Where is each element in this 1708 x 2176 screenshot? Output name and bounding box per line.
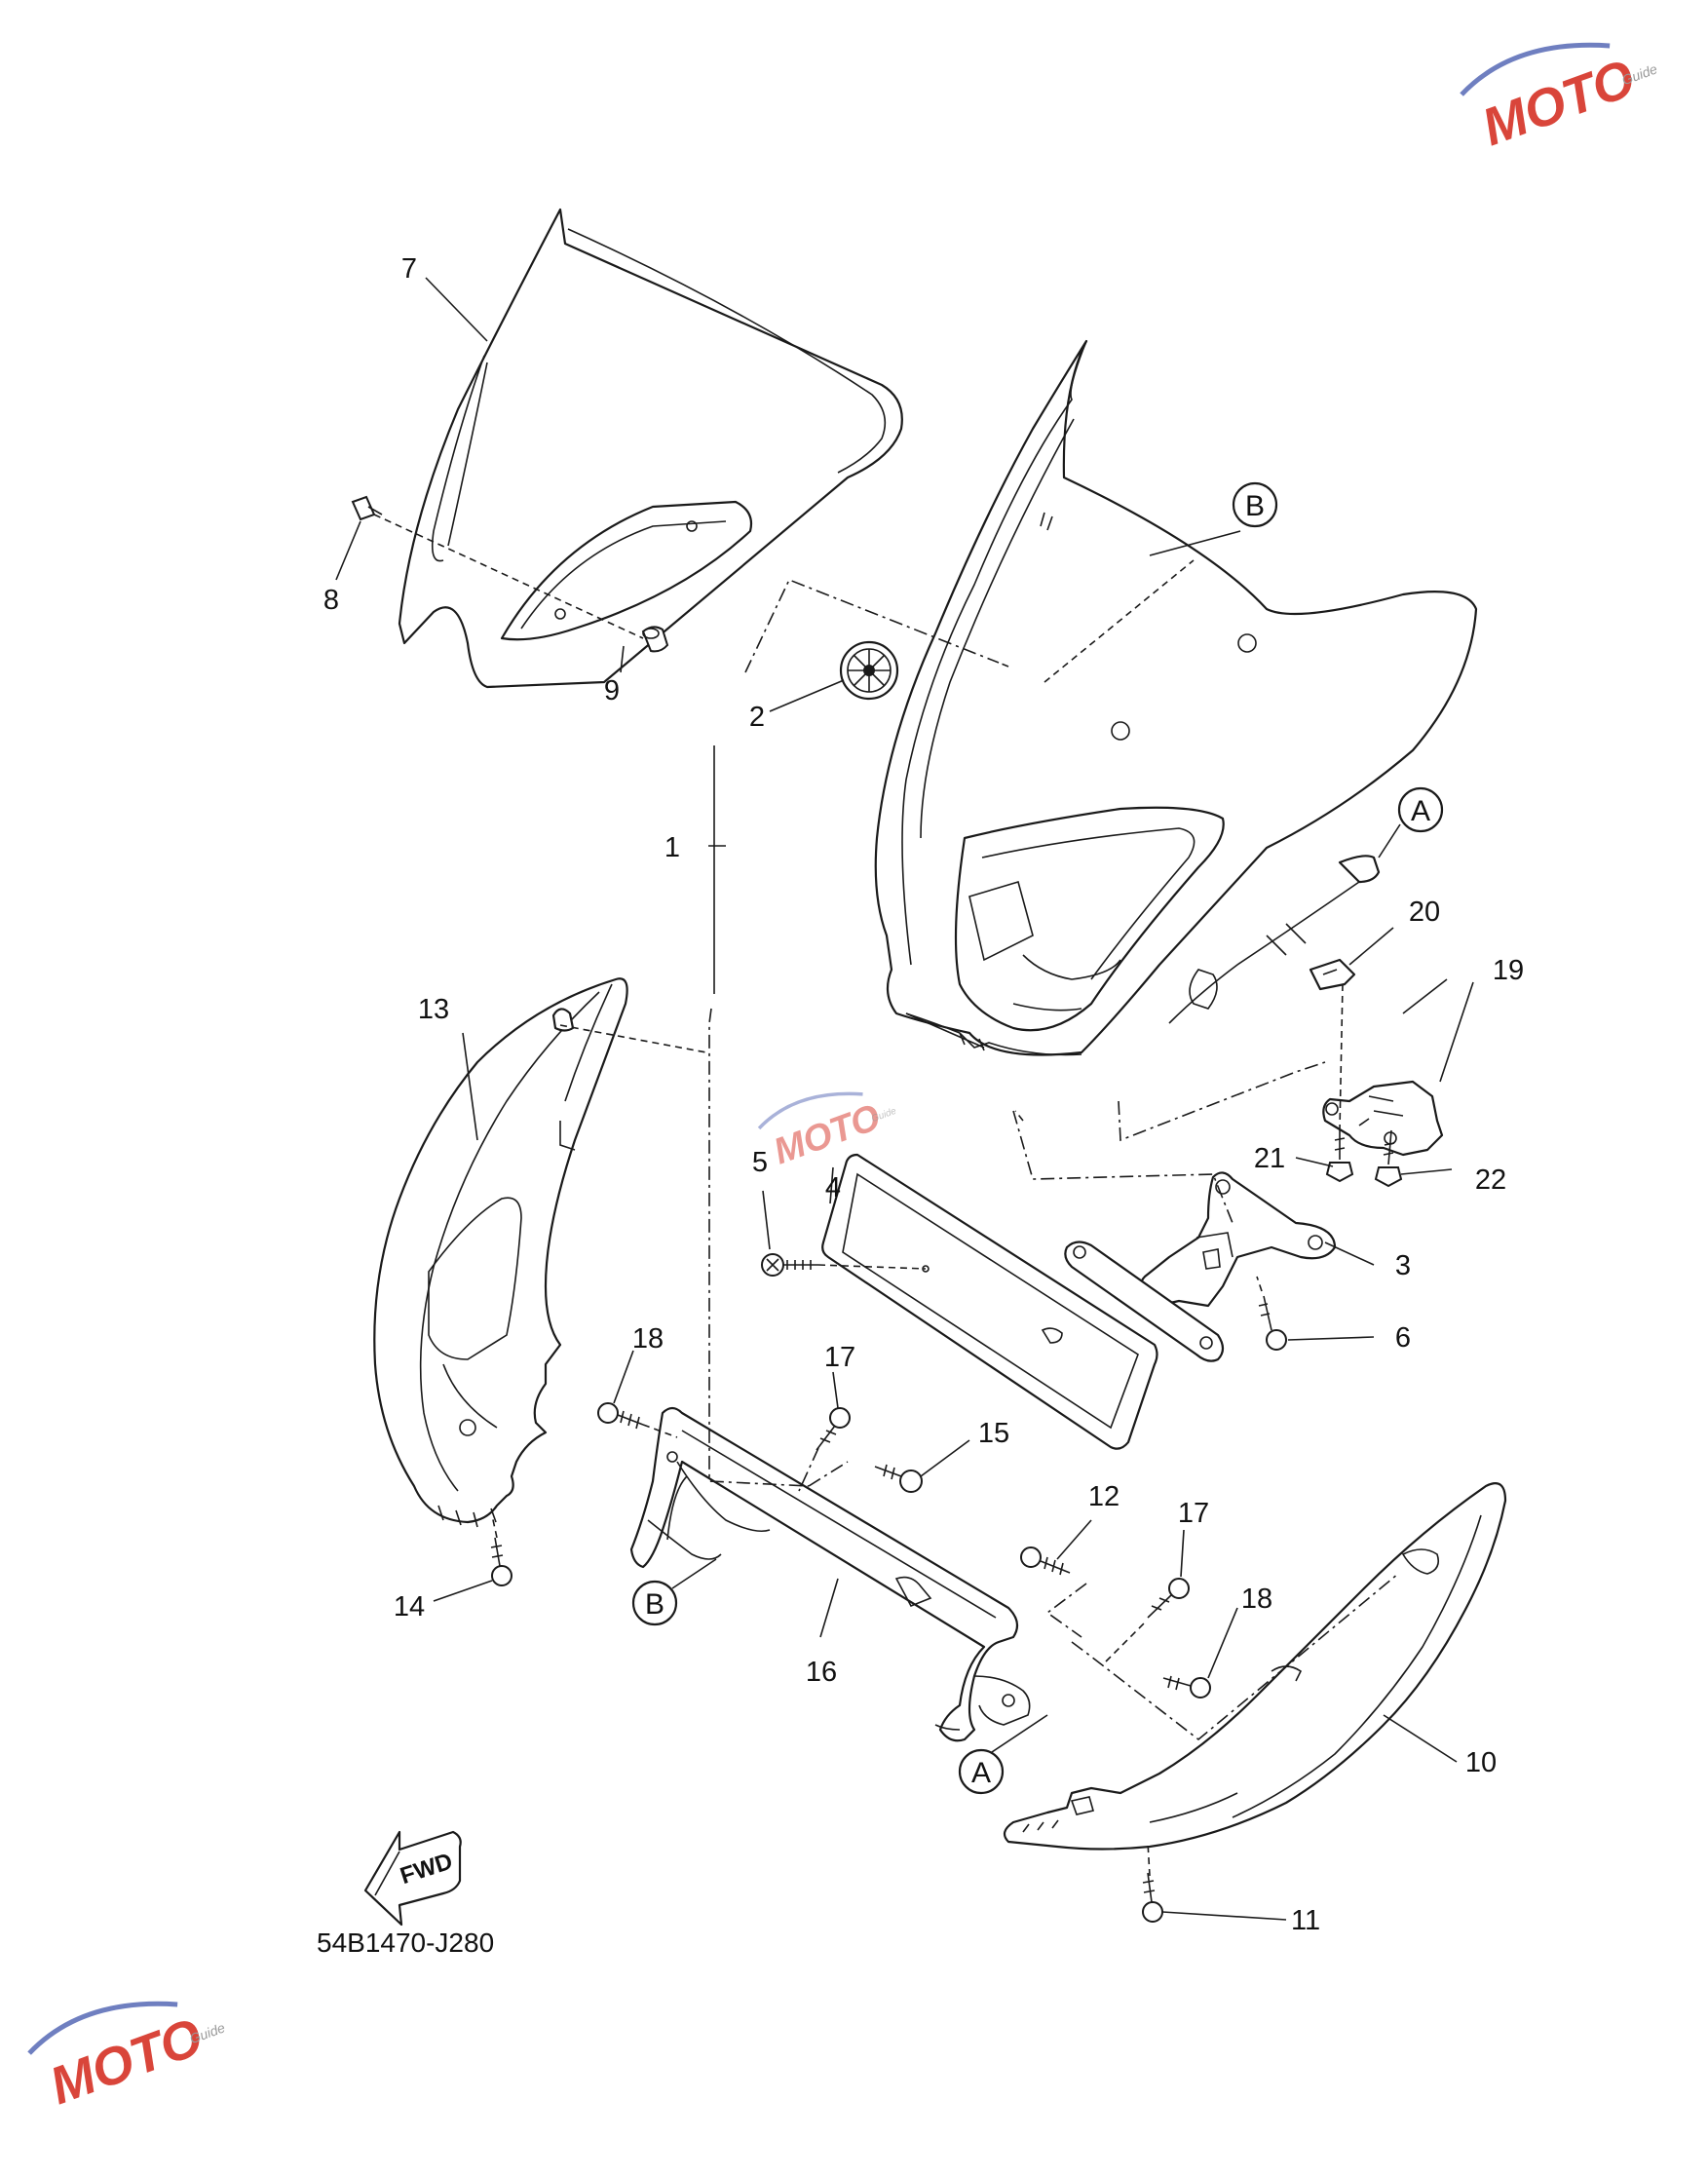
callout-19: 19 xyxy=(1493,955,1524,986)
fastener-screw-11 xyxy=(1142,1872,1163,1923)
callout-16: 16 xyxy=(806,1657,837,1688)
callout-11: 11 xyxy=(1291,1905,1320,1936)
callout-8: 8 xyxy=(323,585,339,616)
part-nut-20 xyxy=(1309,958,1356,991)
fastener-screw-17-upper xyxy=(816,1407,851,1451)
fastener-screw-6 xyxy=(1258,1295,1287,1351)
part-emblem xyxy=(839,640,899,701)
fastener-screw-17-lower xyxy=(1147,1578,1190,1619)
forward-direction-arrow: FWD xyxy=(363,1830,462,1927)
callout-10: 10 xyxy=(1465,1747,1497,1778)
leader-lines xyxy=(335,277,1474,1921)
assembly-lines xyxy=(373,514,1399,1877)
callout-labels: 1 2 3 4 5 6 7 8 9 10 11 12 13 14 15 16 1… xyxy=(323,253,1524,1936)
part-bracket-plate xyxy=(821,1153,1158,1450)
fastener-nut-9 xyxy=(641,626,669,653)
fastener-screw-18-lower xyxy=(1162,1675,1211,1699)
callout-9: 9 xyxy=(604,675,620,706)
callout-5: 5 xyxy=(752,1147,768,1178)
watermark-logo-bottom-left: MOTO Guide xyxy=(27,2001,227,2116)
svg-text:A: A xyxy=(971,1757,991,1789)
callout-2: 2 xyxy=(749,702,765,733)
watermark-logo-top-right: MOTO Guide xyxy=(1460,42,1659,157)
reference-marker-b-bottom: B xyxy=(631,1580,678,1626)
part-cowl-stay xyxy=(629,1406,1031,1742)
reference-marker-a-bottom: A xyxy=(958,1748,1005,1795)
callout-12: 12 xyxy=(1088,1481,1120,1512)
fastener-screw-12 xyxy=(1020,1546,1071,1576)
callout-1: 1 xyxy=(664,832,680,863)
svg-text:A: A xyxy=(1411,795,1430,827)
callout-17-lower: 17 xyxy=(1178,1498,1209,1529)
callout-7: 7 xyxy=(401,253,417,285)
svg-text:B: B xyxy=(1245,490,1265,522)
callout-6: 6 xyxy=(1395,1322,1411,1354)
fastener-bolt-5 xyxy=(761,1253,818,1277)
callout-17-upper: 17 xyxy=(824,1342,855,1373)
fastener-screw-18-upper xyxy=(597,1402,644,1430)
callout-14: 14 xyxy=(394,1591,425,1622)
part-lower-cowl xyxy=(1003,1482,1507,1851)
fastener-screw-15 xyxy=(874,1464,923,1493)
reference-marker-a-top: A xyxy=(1397,786,1444,833)
callout-21: 21 xyxy=(1254,1143,1285,1174)
fastener-bolt-21 xyxy=(1325,1130,1354,1183)
diagram-code: 54B1470-J280 xyxy=(317,1928,494,1958)
callout-4: 4 xyxy=(825,1172,841,1203)
callout-15: 15 xyxy=(978,1418,1009,1449)
callout-18-upper: 18 xyxy=(632,1323,664,1355)
callout-13: 13 xyxy=(418,994,449,1025)
reference-marker-b-top: B xyxy=(1232,481,1278,528)
callout-18-lower: 18 xyxy=(1241,1584,1272,1615)
fastener-bolt-22 xyxy=(1374,1129,1403,1188)
fastener-screw-14 xyxy=(490,1537,512,1586)
callout-20: 20 xyxy=(1409,897,1440,928)
part-side-panel-left xyxy=(373,977,628,1528)
svg-text:B: B xyxy=(645,1588,664,1621)
part-windscreen xyxy=(398,208,903,689)
part-front-cowling xyxy=(874,339,1478,1056)
watermark-logo-center: MOTO Guide xyxy=(757,1091,898,1172)
callout-3: 3 xyxy=(1395,1250,1411,1281)
callout-22: 22 xyxy=(1475,1164,1506,1196)
part-stay-19 xyxy=(1322,1080,1444,1157)
part-stay-bracket xyxy=(1064,1171,1337,1362)
